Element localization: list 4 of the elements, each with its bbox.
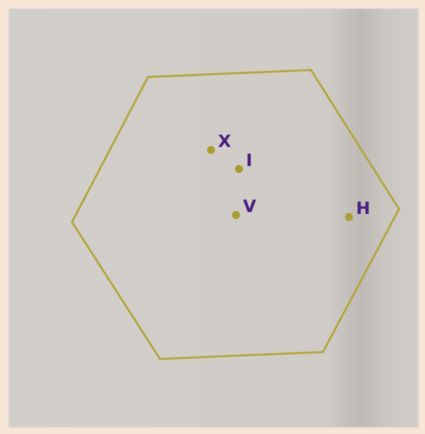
point-label: I	[246, 152, 252, 170]
point-label: H	[356, 200, 370, 218]
point-label: X	[218, 133, 232, 151]
point-label: V	[243, 198, 256, 216]
